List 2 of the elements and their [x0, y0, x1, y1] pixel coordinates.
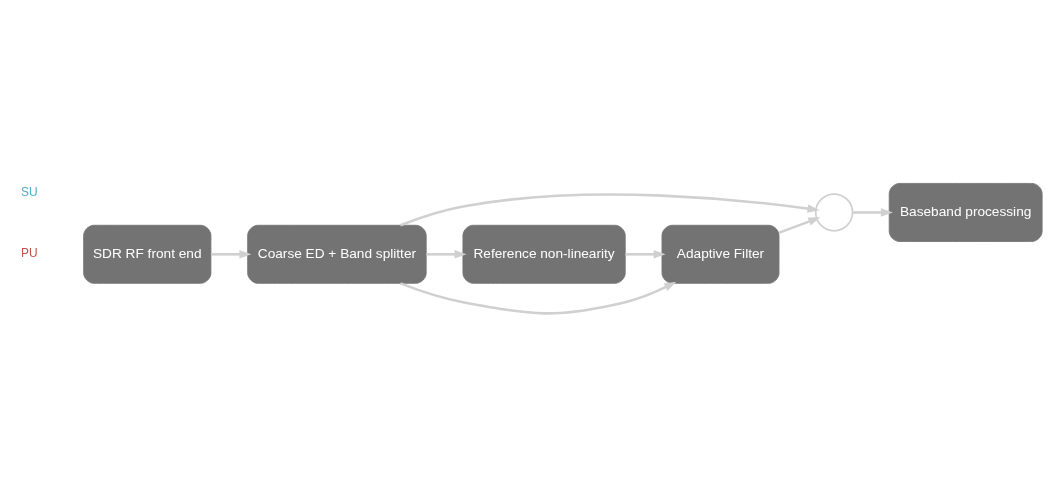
label: SU: [21, 184, 38, 199]
label: PU: [21, 246, 38, 261]
